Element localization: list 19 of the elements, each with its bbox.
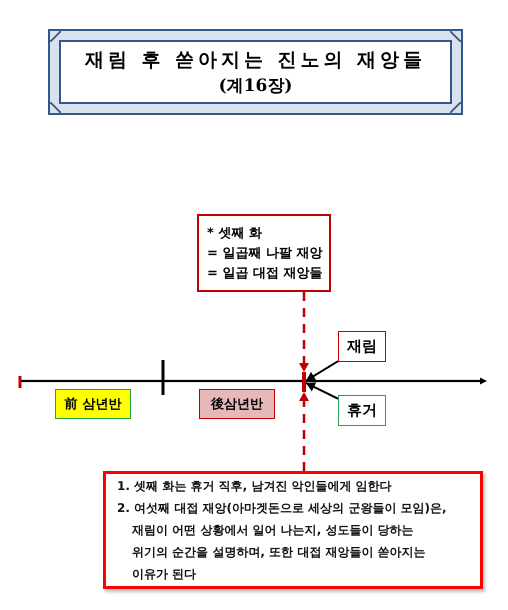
callout-line: = 일곱째 나팔 재앙	[207, 245, 322, 263]
arrow	[305, 360, 339, 382]
banner-heading: 재림 후 쏟아지는 진노의 재앙들	[84, 48, 426, 72]
dashed-arrow	[299, 292, 309, 372]
arrow	[306, 382, 338, 400]
callout-box	[197, 214, 331, 292]
note-item: 2. 여섯째 대접 재앙(아마겟돈으로 세상의 군왕들이 모임)은, 재림이 어떤 상황에서 일어 나는지, 성도들이 당하는 위기의 순간을 설명하며, 또한 대접 재앙들이 쏟아지는 이유가 된다	[117, 500, 448, 583]
callout-line: * 셋째 화	[207, 225, 262, 243]
note-item: 1. 셋째 화는 휴거 직후, 남겨진 악인들에게 임한다	[117, 478, 393, 495]
chapter-reference: (계16장)	[218, 75, 292, 98]
dashed-arrow	[299, 392, 309, 471]
callout-line: = 일곱 대접 재앙들	[207, 265, 322, 283]
note-box	[103, 471, 483, 589]
period-tag: 後삼년반	[199, 389, 275, 419]
period-tag: 前 삼년반	[55, 389, 131, 419]
event-tag: 휴거	[338, 395, 386, 426]
timeline-marker	[302, 372, 306, 392]
banner-frame	[48, 29, 463, 115]
event-tag: 재림	[338, 331, 386, 362]
